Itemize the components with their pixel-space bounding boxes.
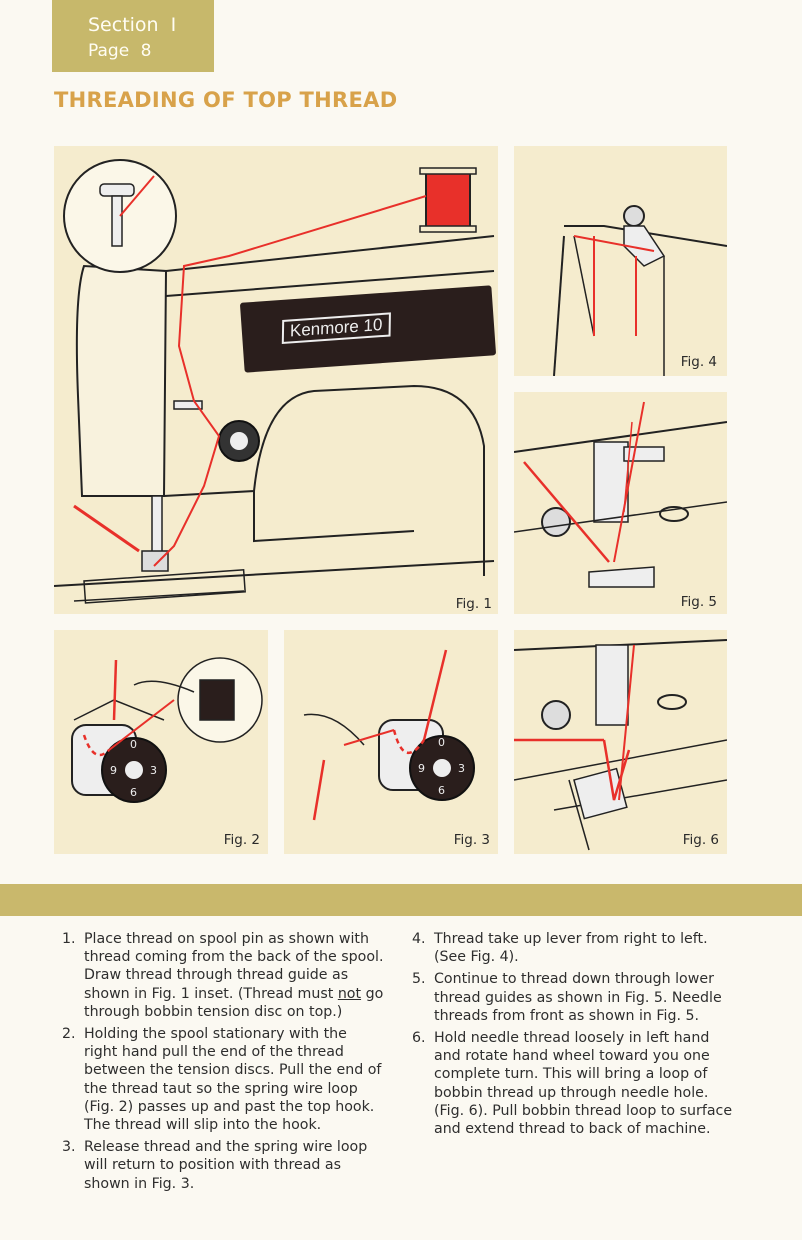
- page-number: 8: [140, 41, 152, 61]
- figure-3-panel: 0 9 3 6 Fig. 3: [284, 630, 498, 854]
- step-text: go through bobbin tension disc on top.): [84, 985, 384, 1020]
- dial-number-top: 0: [438, 736, 445, 749]
- step-number: 6.: [412, 1030, 426, 1047]
- figure-2-panel: 0 9 3 6 Fig. 2: [54, 630, 268, 854]
- figure-5-panel: Fig. 5: [514, 392, 727, 614]
- step-text: Thread take up lever from right to left.…: [434, 931, 708, 966]
- step-6: 6. Hold needle thread loosely in left ha…: [412, 1029, 736, 1138]
- dial-number-bottom: 6: [438, 784, 445, 797]
- step-text: Place thread on spool pin as shown with …: [84, 931, 384, 1002]
- step-number: 1.: [62, 931, 76, 947]
- figure-6-panel: Fig. 6: [514, 630, 727, 854]
- figure-6-caption: Fig. 6: [682, 832, 719, 848]
- figure-1-caption: Fig. 1: [455, 596, 492, 612]
- step-number: 3.: [62, 1139, 76, 1156]
- step-2: 2. Holding the spool stationary with the…: [62, 1025, 384, 1134]
- figure-5-caption: Fig. 5: [680, 594, 717, 610]
- step-emphasis: not: [337, 985, 362, 1002]
- step-3: 3. Release thread and the spring wire lo…: [62, 1138, 384, 1193]
- step-text: Continue to thread down through lower th…: [434, 971, 722, 1024]
- divider-band: [0, 884, 802, 916]
- dial-number-right: 3: [150, 764, 157, 777]
- step-1: 1. Place thread on spool pin as shown wi…: [62, 930, 384, 1021]
- dial-number-left: 9: [110, 764, 117, 777]
- needle-threading-illustration: [514, 401, 727, 588]
- section-label: Section: [88, 14, 159, 36]
- page-title: THREADING OF TOP THREAD: [54, 88, 398, 112]
- figure-3-caption: Fig. 3: [453, 832, 490, 848]
- figure-4-panel: Fig. 4: [514, 146, 727, 376]
- figure-4-caption: Fig. 4: [680, 354, 717, 370]
- sewing-machine-illustration: [54, 159, 495, 604]
- figure-1-panel: Kenmore 10 Fig. 1: [54, 146, 498, 614]
- take-up-lever-illustration: [553, 205, 727, 376]
- tension-disc-fig2-illustration: 0 9 3 6: [71, 657, 263, 803]
- section-tab: Section I Page 8: [52, 0, 214, 72]
- step-number: 4.: [412, 931, 426, 947]
- step-number: 2.: [62, 1026, 76, 1043]
- dial-number-top: 0: [130, 738, 137, 751]
- step-5: 5. Continue to thread down through lower…: [412, 970, 736, 1025]
- step-4: 4. Thread take up lever from right to le…: [412, 930, 736, 966]
- dial-number-bottom: 6: [130, 786, 137, 799]
- dial-number-right: 3: [458, 762, 465, 775]
- section-number: I: [170, 14, 177, 36]
- step-number: 5.: [412, 971, 426, 988]
- tension-disc-fig3-illustration: 0 9 3 6: [303, 649, 475, 821]
- page-label: Page: [88, 41, 130, 61]
- step-text: Release thread and the spring wire loop …: [84, 1139, 368, 1192]
- dial-number-left: 9: [418, 762, 425, 775]
- brand-label: Kenmore 10: [281, 312, 391, 345]
- figure-2-caption: Fig. 2: [223, 832, 260, 848]
- step-text: Hold needle thread loosely in left hand …: [434, 1030, 733, 1138]
- bobbin-thread-illustration: [514, 639, 727, 851]
- step-text: Holding the spool stationary with the ri…: [84, 1026, 382, 1134]
- steps-right-column: 4. Thread take up lever from right to le…: [412, 930, 736, 1142]
- steps-left-column: 1. Place thread on spool pin as shown wi…: [62, 930, 384, 1197]
